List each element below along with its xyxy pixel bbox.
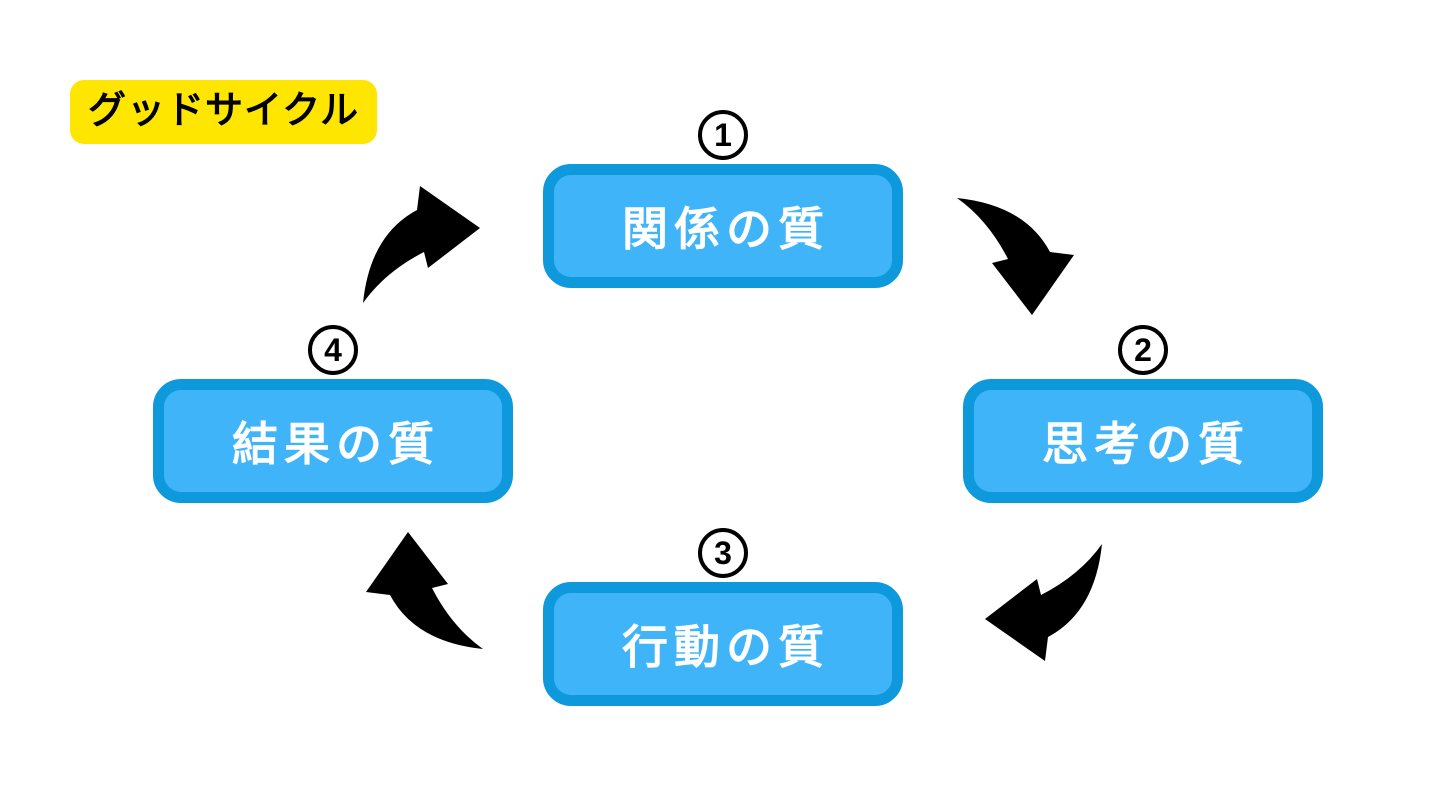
node-quality-of-thinking: 2 思考の質 (963, 325, 1323, 503)
cycle-arrow-2-to-3-icon (985, 544, 1102, 661)
step-number-badge-2: 2 (1118, 325, 1168, 375)
node-box-quality-of-results: 結果の質 (153, 379, 513, 503)
cycle-arrow-1-to-2-icon (957, 198, 1074, 315)
diagram-title: グッドサイクル (70, 80, 378, 144)
node-quality-of-action: 3 行動の質 (543, 528, 903, 706)
node-quality-of-relationships: 1 関係の質 (543, 110, 903, 288)
node-box-quality-of-thinking: 思考の質 (963, 379, 1323, 503)
node-label: 関係の質 (622, 203, 830, 255)
node-label: 思考の質 (1042, 418, 1250, 470)
step-number-badge-4: 4 (308, 325, 358, 375)
step-number-badge-3: 3 (698, 528, 748, 578)
step-number-badge-1: 1 (698, 110, 748, 160)
cycle-arrow-4-to-1-icon (363, 186, 480, 303)
node-label: 結果の質 (232, 418, 440, 470)
node-label: 行動の質 (622, 621, 830, 673)
node-box-quality-of-relationships: 関係の質 (543, 164, 903, 288)
node-quality-of-results: 4 結果の質 (153, 325, 513, 503)
node-box-quality-of-action: 行動の質 (543, 582, 903, 706)
cycle-arrow-3-to-4-icon (366, 532, 483, 649)
